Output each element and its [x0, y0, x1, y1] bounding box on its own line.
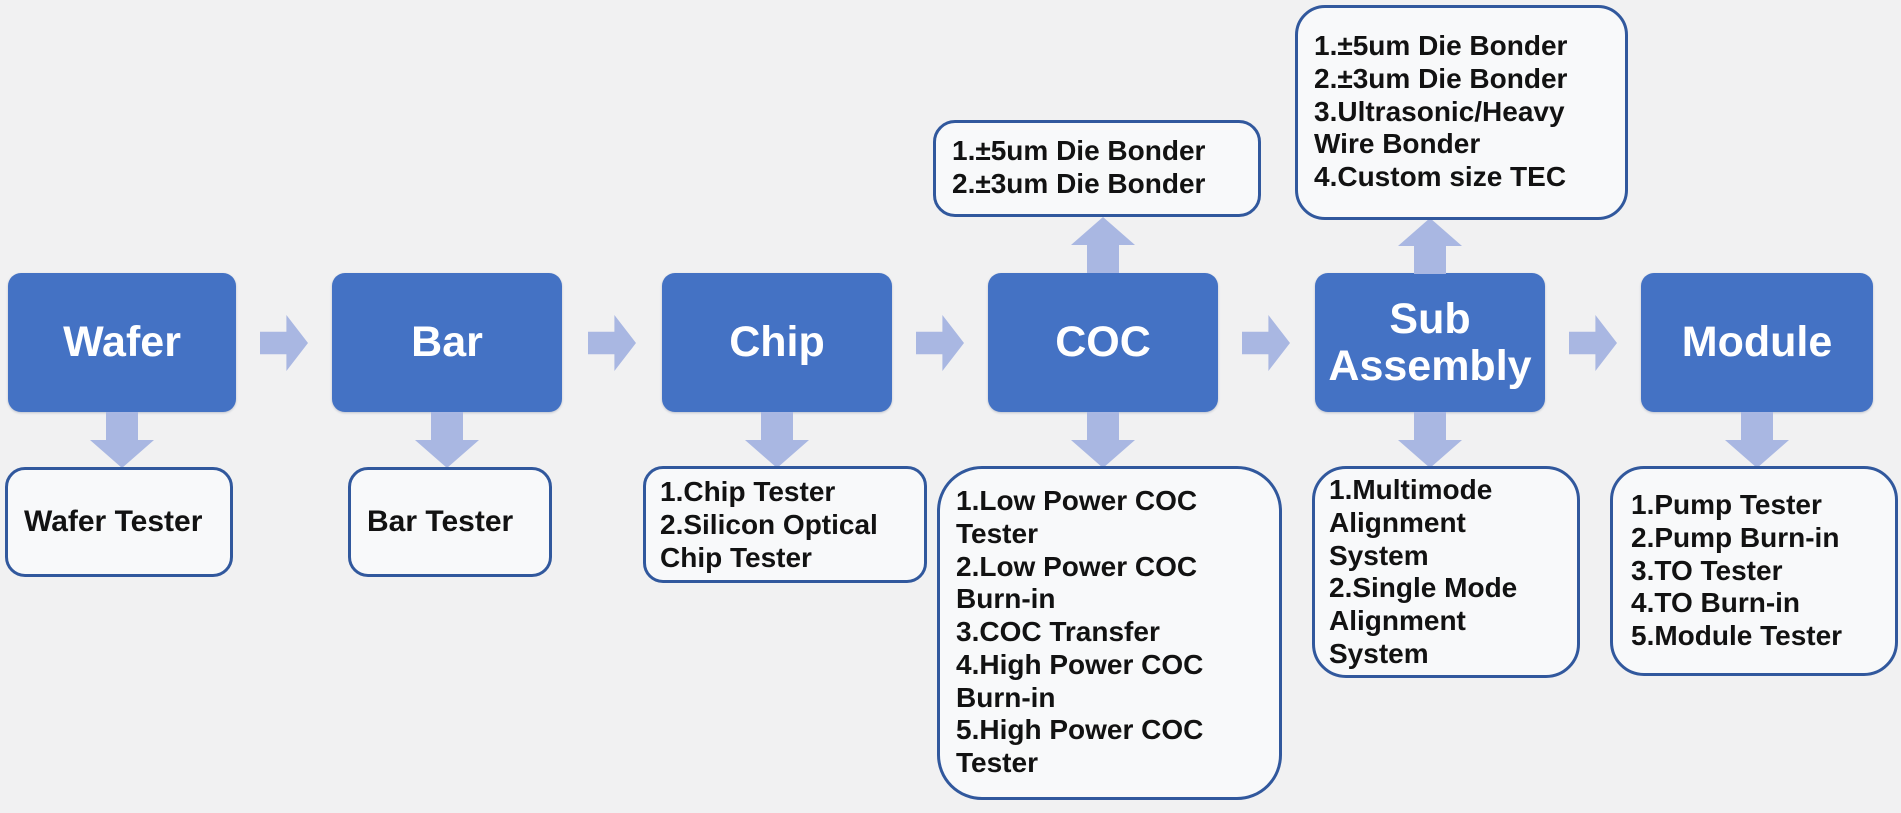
stage-label-chip: Chip	[729, 318, 825, 367]
list-item: 3.TO Tester	[1631, 554, 1783, 586]
list-item: 1.±5um Die Bonder	[952, 135, 1206, 166]
list-item: 2.Pump Burn-in	[1631, 521, 1840, 553]
arrow-right-icon-wafer-to-bar	[260, 315, 308, 371]
arrow-down-icon-wafer	[90, 412, 154, 468]
list-item: 3.Ultrasonic/Heavy Wire Bonder	[1314, 95, 1565, 160]
list-item: Wafer Tester	[24, 505, 203, 539]
stage-box-wafer: Wafer	[8, 273, 236, 412]
list-item: 4.High Power COC Burn-in	[956, 648, 1204, 713]
sub-assembly-tester-list: 1.Multimode Alignment System 2.Single Mo…	[1312, 466, 1580, 678]
list-item: 2.Silicon Optical Chip Tester	[660, 508, 878, 573]
list-item: 1.Chip Tester	[660, 476, 836, 507]
arrow-down-icon-module	[1725, 412, 1789, 468]
stage-label-coc: COC	[1055, 318, 1151, 367]
list-item: 2.±3um Die Bonder	[952, 167, 1206, 199]
stage-box-chip: Chip	[662, 273, 892, 412]
arrow-up-icon-sub-assembly	[1398, 218, 1462, 274]
bar-tester-box: Bar Tester	[348, 467, 552, 577]
list-item: 2.Low Power COC Burn-in	[956, 550, 1198, 615]
arrow-down-icon-sub-assembly	[1398, 412, 1462, 468]
arrow-down-icon-coc	[1071, 412, 1135, 468]
stage-box-sub-assembly: Sub Assembly	[1315, 273, 1545, 412]
list-item: 1.Multimode Alignment System	[1329, 474, 1493, 571]
stage-label-wafer: Wafer	[63, 318, 181, 367]
sub-assembly-bonder-list: 1.±5um Die Bonder 2.±3um Die Bonder 3.Ul…	[1295, 5, 1628, 220]
list-item: 4.TO Burn-in	[1631, 587, 1801, 619]
arrow-right-icon-chip-to-coc	[916, 315, 964, 371]
stage-label-bar: Bar	[411, 318, 483, 367]
wafer-tester-box: Wafer Tester	[5, 467, 233, 577]
stage-label-sub-assembly: Sub Assembly	[1328, 295, 1532, 390]
list-item: 5.Module Tester	[1631, 620, 1843, 651]
list-item: Bar Tester	[367, 505, 514, 539]
list-item: 2.±3um Die Bonder	[1314, 62, 1568, 94]
module-tester-list: 1.Pump Tester 2.Pump Burn-in 3.TO Tester…	[1610, 466, 1898, 676]
arrow-down-icon-bar	[415, 412, 479, 468]
list-item: 5.High Power COC Tester	[956, 714, 1204, 778]
arrow-right-icon-sub-assembly-to-module	[1569, 315, 1617, 371]
arrow-right-icon-coc-to-sub-assembly	[1242, 315, 1290, 371]
list-item: 2.Single Mode Alignment System	[1329, 572, 1518, 669]
list-item: 4.Custom size TEC	[1314, 161, 1567, 192]
chip-tester-list: 1.Chip Tester 2.Silicon Optical Chip Tes…	[643, 466, 927, 583]
list-item: 1.±5um Die Bonder	[1314, 30, 1568, 61]
coc-tester-list: 1.Low Power COC Tester 2.Low Power COC B…	[937, 466, 1282, 800]
coc-bonder-list: 1.±5um Die Bonder 2.±3um Die Bonder	[933, 120, 1261, 217]
list-item: 1.Low Power COC Tester	[956, 485, 1198, 549]
arrow-up-icon-coc	[1071, 217, 1135, 273]
stage-box-module: Module	[1641, 273, 1873, 412]
arrow-down-icon-chip	[745, 412, 809, 468]
stage-box-bar: Bar	[332, 273, 562, 412]
list-item: 1.Pump Tester	[1631, 489, 1822, 520]
stage-label-module: Module	[1681, 318, 1833, 367]
arrow-right-icon-bar-to-chip	[588, 315, 636, 371]
stage-box-coc: COC	[988, 273, 1218, 412]
list-item: 3.COC Transfer	[956, 616, 1160, 647]
